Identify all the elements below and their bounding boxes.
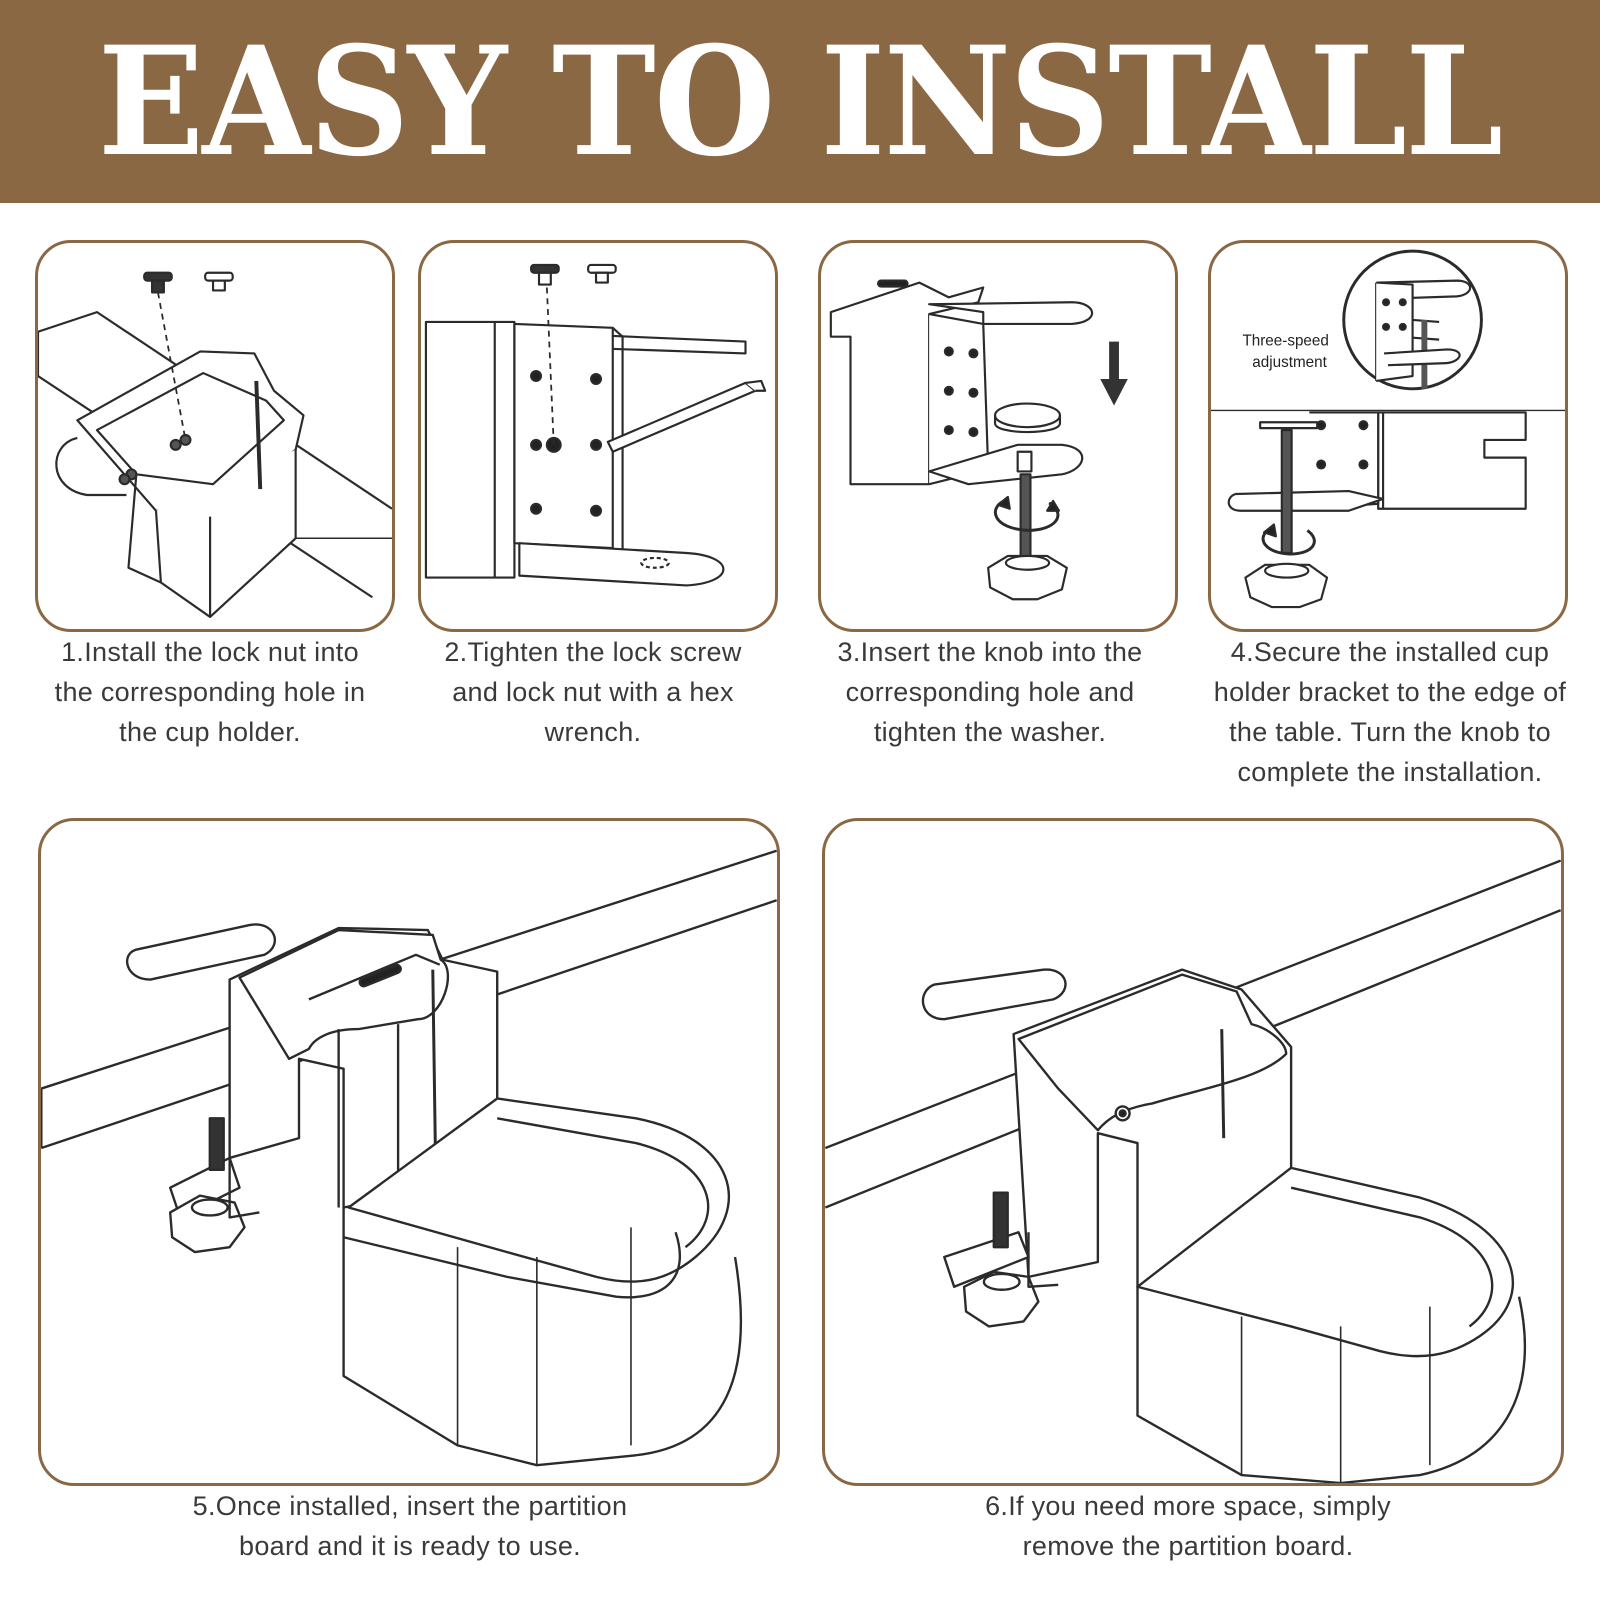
step-1-illustration xyxy=(38,271,392,619)
rotate-arrow-icon xyxy=(993,495,1061,532)
lock-nut-icon xyxy=(587,263,617,284)
down-arrow-icon xyxy=(1100,341,1128,406)
step-2-panel xyxy=(418,240,778,632)
header-banner: EASY TO INSTALL xyxy=(0,0,1600,203)
step-5-caption: 5.Once installed, insert the partition b… xyxy=(192,1491,628,1561)
knob-icon xyxy=(1244,562,1329,609)
lock-nut-icon xyxy=(204,271,234,292)
step-4-caption: 4.Secure the installed cup holder bracke… xyxy=(1213,637,1567,787)
adjustment-callout xyxy=(1342,249,1483,391)
callout-label-line-2: adjustment xyxy=(1252,354,1327,371)
callout-label-line-1: Three-speed xyxy=(1242,333,1328,350)
rotate-arrow-icon xyxy=(1261,523,1316,556)
knob-icon xyxy=(168,1194,246,1254)
lock-nut-icon xyxy=(143,271,173,294)
step-3-panel xyxy=(818,240,1178,632)
page-title: EASY TO INSTALL xyxy=(98,13,1503,190)
step-4-panel: Three-speed adjustment xyxy=(1208,240,1568,632)
step-3-illustration xyxy=(829,279,1128,601)
step-6-illustration xyxy=(825,859,1561,1483)
step-6-caption: 6.If you need more space, simply remove … xyxy=(985,1491,1391,1561)
step-1-caption: 1.Install the lock nut into the correspo… xyxy=(54,637,366,747)
hex-wrench-icon xyxy=(606,379,767,453)
step-2-illustration xyxy=(424,263,767,587)
step-5-panel xyxy=(38,818,780,1486)
step-6-panel xyxy=(822,818,1564,1486)
step-2-caption: 2.Tighten the lock screw and lock nut wi… xyxy=(444,637,742,747)
knob-icon xyxy=(987,554,1068,601)
step-5-illustration xyxy=(41,849,777,1467)
lock-nut-icon xyxy=(530,263,560,286)
step-1-panel xyxy=(35,240,395,632)
step-3-caption: 3.Insert the knob into the corresponding… xyxy=(837,637,1143,747)
step-4-illustration: Three-speed adjustment xyxy=(1211,249,1565,609)
knob-icon xyxy=(962,1270,1040,1328)
